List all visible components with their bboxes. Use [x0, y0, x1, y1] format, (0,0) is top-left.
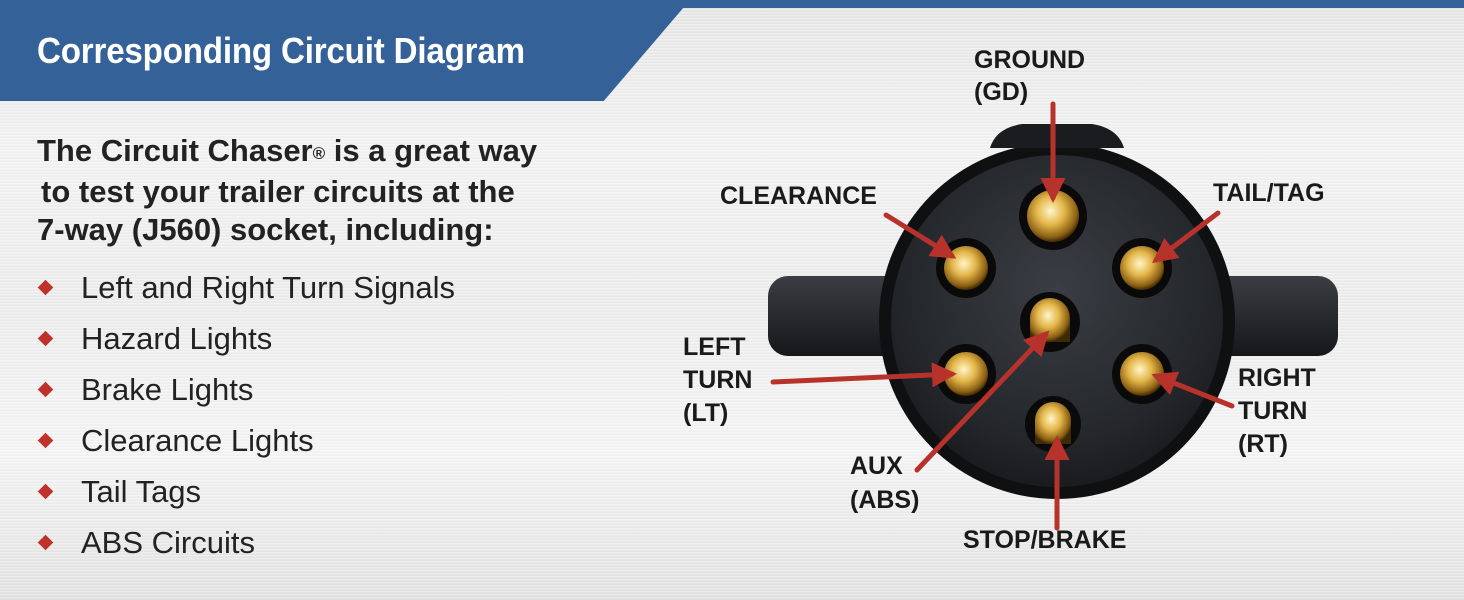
label-right-turn: RIGHT TURN (RT) [1238, 364, 1316, 458]
label-ground: GROUND (GD) [974, 46, 1086, 106]
socket-pins [936, 182, 1172, 452]
pointer-arrows [770, 101, 1235, 531]
intro-line-2: to test your trailer circuits at the [41, 174, 515, 209]
pointer-arrow-icon [1151, 371, 1235, 409]
feature-list: Left and Right Turn Signals Hazard Light… [37, 262, 455, 568]
label-tail-tag: TAIL/TAG [1213, 179, 1325, 207]
intro-paragraph: The Circuit Chaser® is a great way to te… [37, 132, 657, 249]
pin-aux [1030, 298, 1070, 342]
registered-mark: ® [312, 144, 326, 163]
intro-line-1: The Circuit Chaser® is a great way [37, 133, 538, 168]
title-banner [0, 0, 690, 101]
label-aux-abs: AUX (ABS) [850, 452, 920, 514]
label-left-turn: LEFT TURN (LT) [683, 333, 753, 427]
pointer-arrow-icon [883, 212, 957, 259]
pointer-arrow-icon [770, 362, 957, 388]
pin-ground [1027, 190, 1079, 242]
top-accent-strip [0, 0, 1464, 8]
page-title: Corresponding Circuit Diagram [37, 30, 525, 71]
pin-tail [1120, 246, 1164, 290]
pin-stop [1035, 402, 1071, 444]
list-item: ABS Circuits [37, 517, 455, 568]
list-item: Clearance Lights [37, 415, 455, 466]
label-clearance: CLEARANCE [720, 182, 877, 210]
intro-line-3: 7-way (J560) socket, including: [37, 212, 494, 247]
pointer-arrow-icon [914, 330, 1050, 473]
pointer-arrow-icon [1152, 210, 1221, 264]
list-item: Hazard Lights [37, 313, 455, 364]
list-item: Left and Right Turn Signals [37, 262, 455, 313]
socket-key-notch [990, 124, 1124, 148]
list-item: Brake Lights [37, 364, 455, 415]
list-item: Tail Tags [37, 466, 455, 517]
label-stop-brake: STOP/BRAKE [963, 526, 1127, 554]
